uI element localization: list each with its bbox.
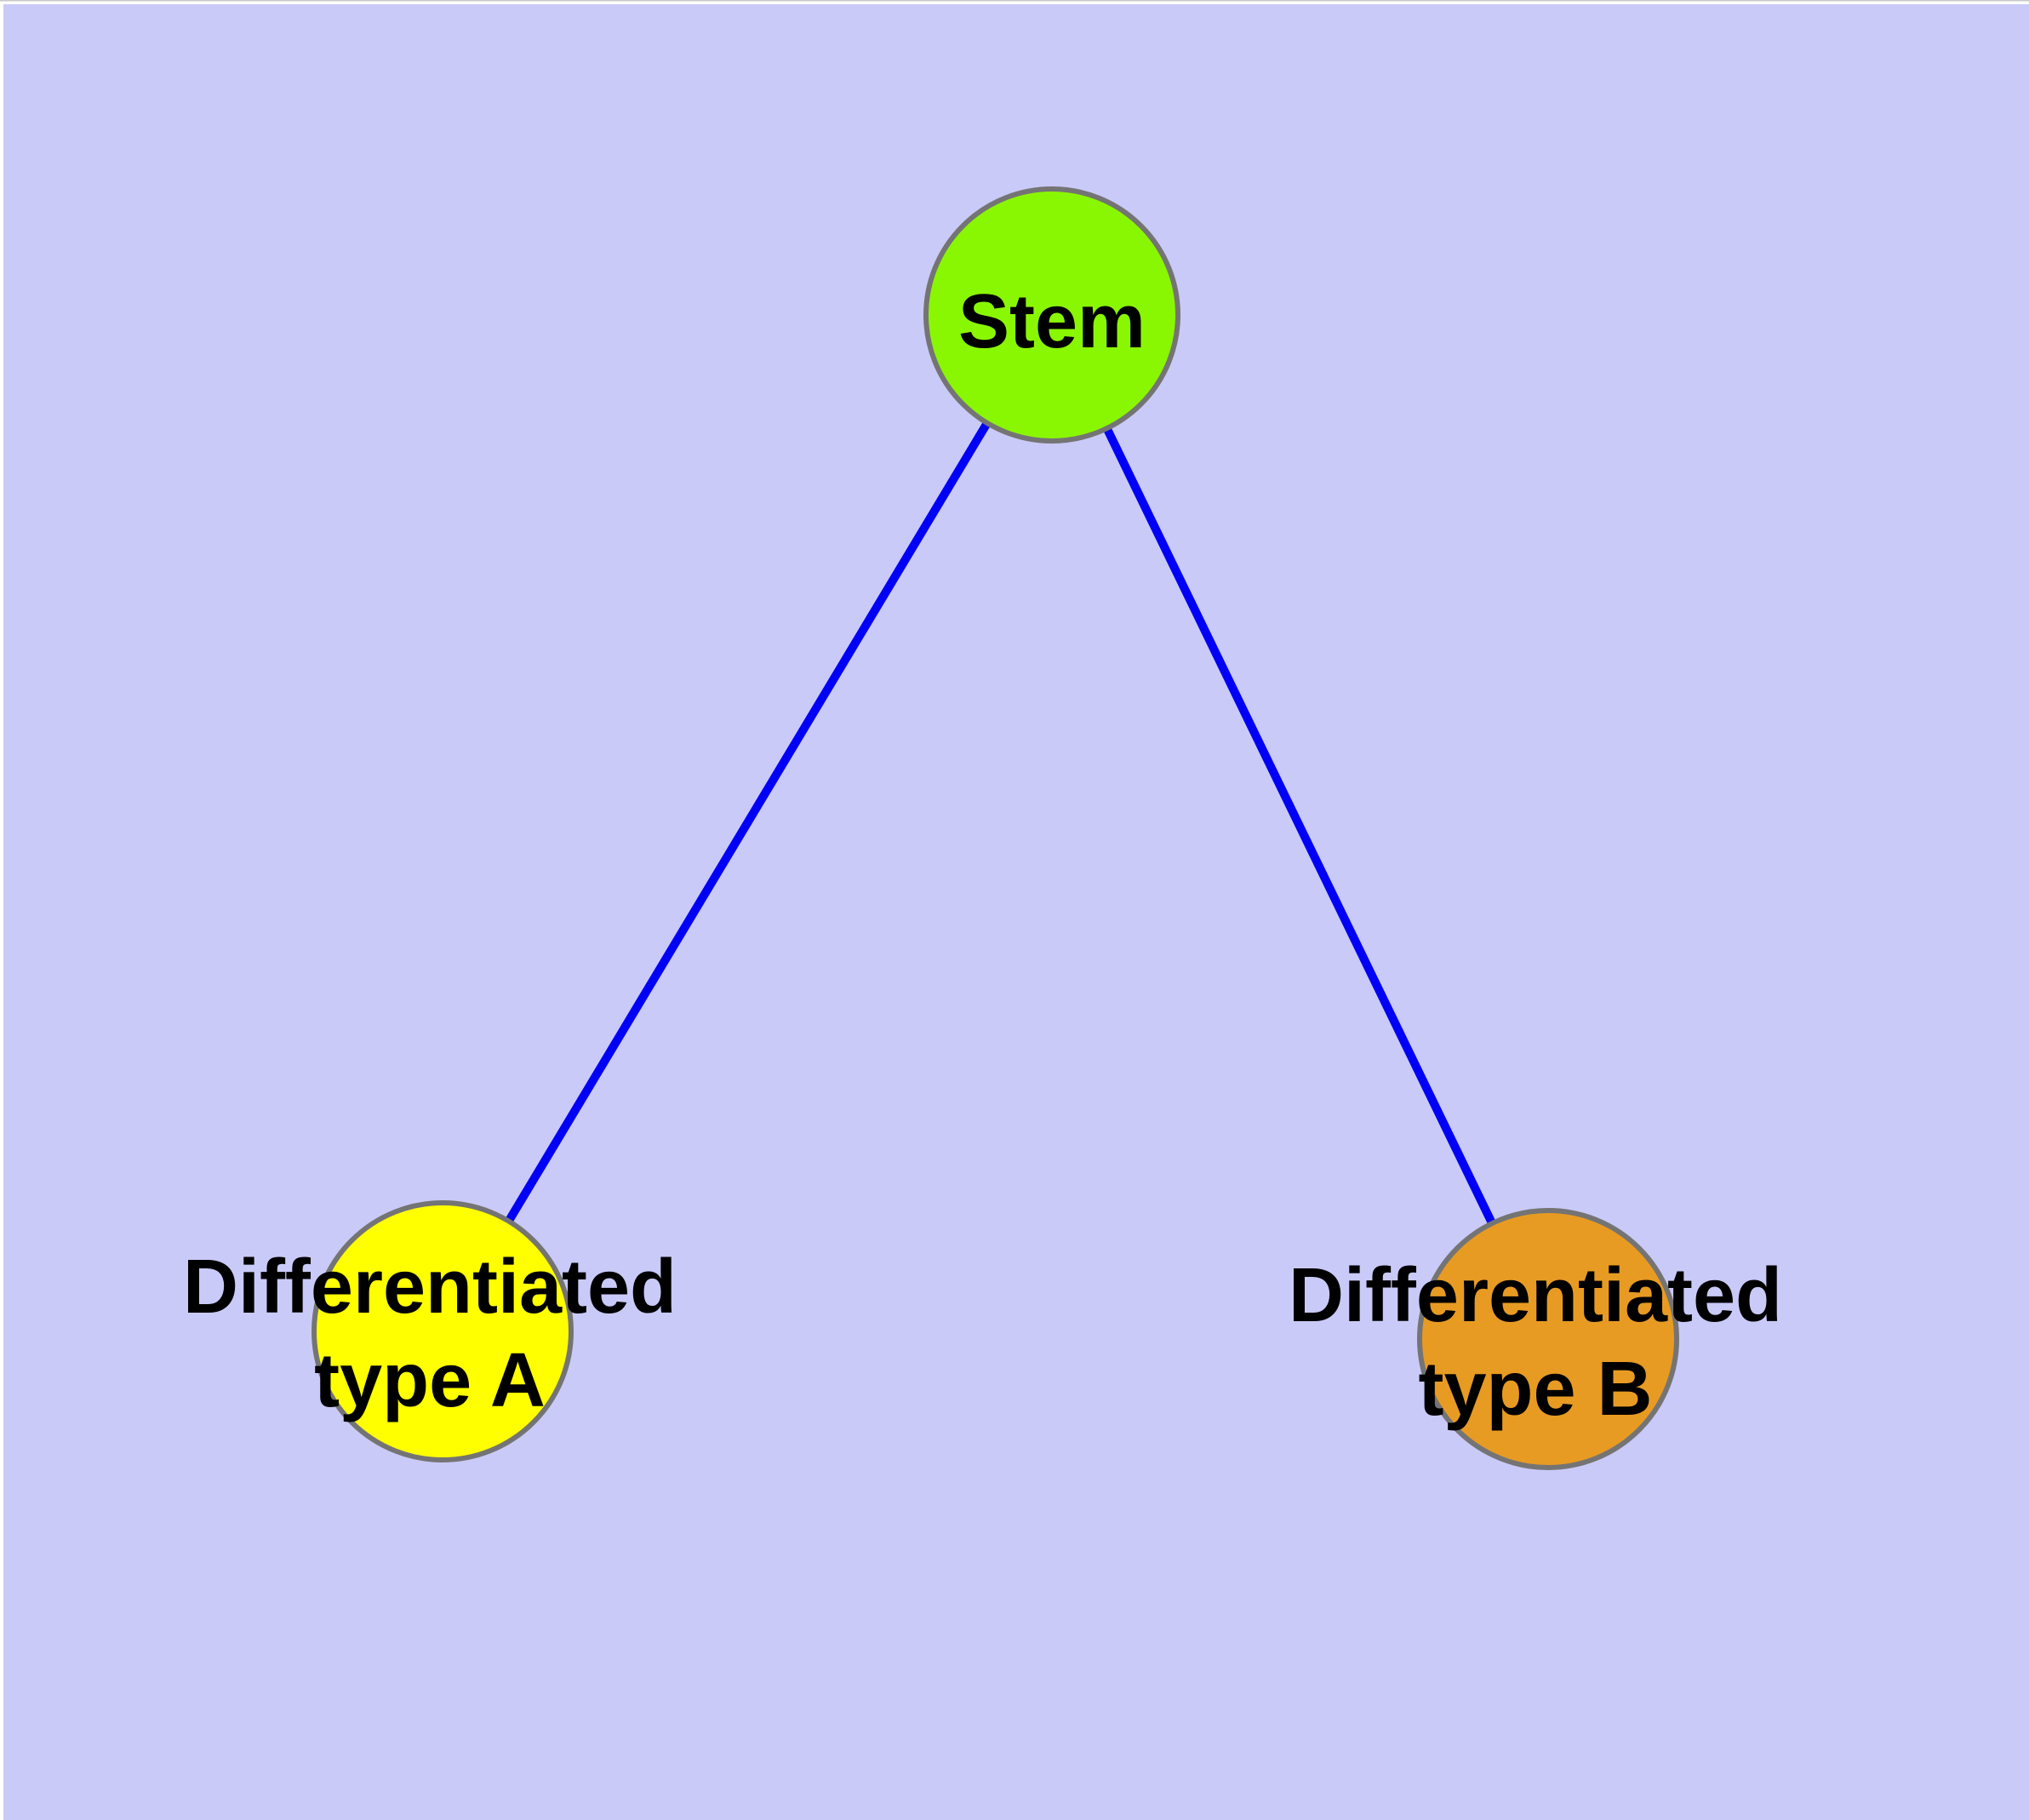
node-stem-circle — [923, 186, 1180, 444]
node-type-a-label-line1: Differentiated — [183, 1245, 677, 1330]
node-type-b-label-line2: type B — [1418, 1347, 1652, 1432]
edge-stem-to-type-a — [438, 312, 1056, 1334]
node-type-a-label-line2: type A — [314, 1338, 546, 1423]
edge-layer — [438, 312, 1552, 1342]
node-type-b-label-line1: Differentiated — [1289, 1253, 1782, 1338]
node-stem-label: Stem — [958, 279, 1146, 364]
node-type-a-circle — [311, 1200, 574, 1462]
node-layer — [311, 186, 1679, 1470]
top-hairline — [0, 0, 2029, 2]
label-layer: Stem Differentiated type A Differentiate… — [183, 279, 1782, 1432]
node-type-b-circle — [1417, 1208, 1679, 1470]
edge-stem-to-type-b — [1048, 312, 1552, 1342]
